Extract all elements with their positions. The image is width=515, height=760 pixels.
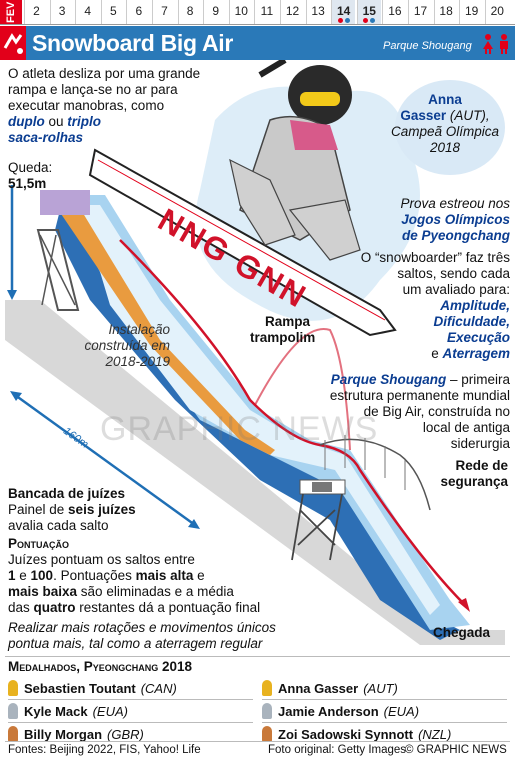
intro-text: O atleta desliza por uma grande rampa e … <box>8 66 201 145</box>
men-medalist-3: Billy Morgan(GBR) <box>8 724 253 744</box>
watermark: GRAPHIC NEWS <box>100 410 379 448</box>
title-bar <box>0 26 515 60</box>
athlete-icon <box>262 680 272 696</box>
athlete-country: (EUA) <box>92 703 128 719</box>
day-3: 3 <box>49 0 74 24</box>
shougang-note: Parque Shougang – primeira estrutura per… <box>329 372 510 451</box>
event-dots <box>332 18 355 23</box>
event-dots <box>358 18 381 23</box>
month-label: FEV <box>0 0 22 24</box>
athlete-country: (AUT) <box>363 680 398 696</box>
date-strip <box>0 0 515 25</box>
athlete-icon <box>8 726 18 742</box>
day-4: 4 <box>75 0 99 24</box>
finish-label: Chegada <box>433 625 491 640</box>
athlete-icon <box>262 726 272 742</box>
athlete-name: Jamie Anderson <box>278 703 379 719</box>
athlete-name: Zoi Sadowski Synnott <box>278 726 414 742</box>
day-11: 11 <box>254 0 278 24</box>
judges-note: Bancada de juízes Painel de seis juízes … <box>8 486 136 533</box>
day-19: 19 <box>459 0 483 24</box>
day-5: 5 <box>100 0 125 24</box>
day-17: 17 <box>408 0 432 24</box>
day-16: 16 <box>382 0 406 24</box>
ramp-label: Rampa trampolim <box>250 314 316 345</box>
safety-net-label: Rede de segurança <box>440 458 508 489</box>
day-8: 8 <box>177 0 202 24</box>
medalists-title: Medalhados, Pyeongchang 2018 <box>8 659 193 674</box>
women-medalist-1: Anna Gasser(AUT) <box>262 678 507 698</box>
day-12: 12 <box>280 0 304 24</box>
champion-badge <box>395 80 505 175</box>
female-icon <box>481 33 495 55</box>
male-icon <box>497 33 511 55</box>
athlete-country: (GBR) <box>107 726 144 742</box>
page-title: Snowboard Big Air <box>32 30 234 56</box>
athlete-country: (CAN) <box>140 680 177 696</box>
tip-note: Realizar mais rotações e movimentos únic… <box>8 620 276 651</box>
olympic-logo-icon <box>0 26 26 60</box>
day-9: 9 <box>203 0 227 24</box>
athlete-icon <box>8 680 18 696</box>
athlete-icon <box>262 703 272 719</box>
venue-label: Parque Shougang <box>383 40 472 52</box>
women-medalist-3: Zoi Sadowski Synnott(NZL) <box>262 724 507 744</box>
men-medalist-1: Sebastien Toutant(CAN) <box>8 678 253 698</box>
athlete-name: Kyle Mack <box>24 703 88 719</box>
day-15: 15 <box>356 0 381 24</box>
photo-credit: Foto original: Getty Images <box>268 744 407 756</box>
athlete-country: (EUA) <box>383 703 420 719</box>
men-medalists: Sebastien Toutant(CAN) Kyle Mack(EUA) Bill… <box>8 678 253 744</box>
women-medalist-2: Jamie Anderson(EUA) <box>262 701 507 721</box>
day-10: 10 <box>228 0 253 24</box>
big-air-illustration <box>5 60 505 645</box>
champion-text: Anna Gasser (AUT), Campeã Olímpica 2018 <box>390 92 500 155</box>
men-medalist-2: Kyle Mack(EUA) <box>8 701 253 721</box>
installation-note: Instalação construída em 2018-2019 <box>84 322 170 369</box>
scoring-note: Pontuação Juízes pontuam os saltos entre… <box>8 536 261 615</box>
day-6: 6 <box>126 0 150 24</box>
day-18: 18 <box>433 0 458 24</box>
debut-note: Prova estreou nos Jogos Olímpicos de Pye… <box>400 196 510 243</box>
athlete-name: Billy Morgan <box>24 726 103 742</box>
publisher-credit: © GRAPHIC NEWS <box>405 744 507 756</box>
athlete-name: Sebastien Toutant <box>24 680 136 696</box>
sources: Fontes: Beijing 2022, FIS, Yahoo! Life <box>8 744 201 756</box>
day-20: 20 <box>484 0 509 24</box>
athlete-country: (NZL) <box>418 726 452 742</box>
snowboarder-figure <box>88 60 397 337</box>
day-13: 13 <box>305 0 330 24</box>
drop-label: Queda: 51,5m <box>8 160 53 191</box>
athlete-icon <box>8 703 18 719</box>
day-14: 14 <box>331 0 356 24</box>
women-medalists: Anna Gasser(AUT) Jamie Anderson(EUA) Zoi S… <box>262 678 507 744</box>
day-2: 2 <box>24 0 48 24</box>
athlete-name: Anna Gasser <box>278 680 359 696</box>
day-7: 7 <box>152 0 176 24</box>
jumps-criteria: O “snowboarder” faz três saltos, sendo c… <box>360 250 510 361</box>
